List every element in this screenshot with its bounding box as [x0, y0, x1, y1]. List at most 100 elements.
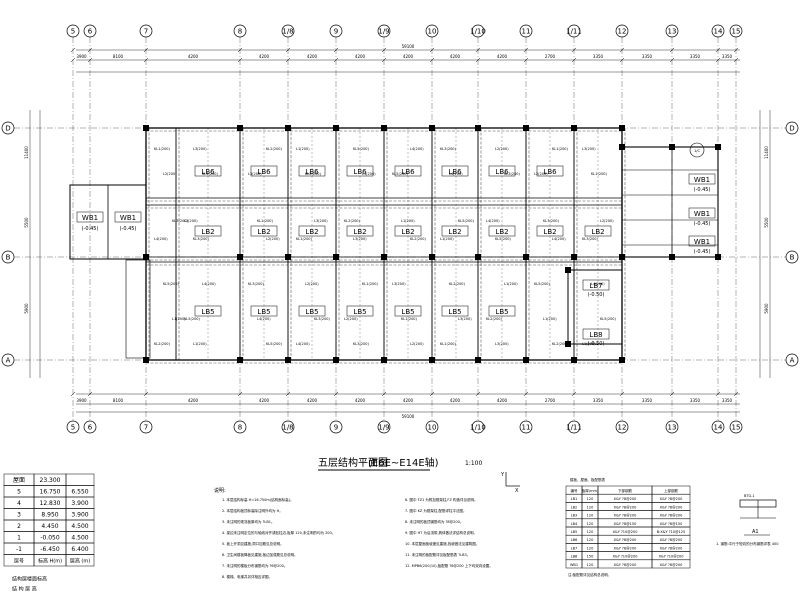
grid-label-top: 13: [668, 28, 677, 36]
beam-annotation: KL2(200): [449, 282, 466, 286]
rebar-table-value: LB1: [571, 497, 578, 501]
beam-annotation: KL3(200): [440, 147, 457, 151]
grid-label-bottom: 11: [522, 424, 531, 432]
level-table-value: 16.750: [40, 489, 61, 496]
span-dimension-bottom: 4200: [355, 398, 366, 403]
grid-label-top: 9: [334, 28, 338, 36]
beam-annotation: L3(200): [392, 282, 406, 286]
level-table-value: 4: [17, 500, 21, 507]
beam-annotation: KL1(200): [202, 172, 219, 176]
column: [571, 357, 577, 363]
column: [143, 357, 149, 363]
column: [523, 125, 529, 131]
grid-bubble-bottom: [615, 420, 629, 434]
grid-label-bottom: 6: [88, 424, 93, 432]
beam-annotation: KL1(200): [552, 147, 569, 151]
span-dimension-top: 8100: [113, 54, 124, 59]
beam-annotation: KL1(200): [154, 147, 171, 151]
beam-annotation: KL1(200): [440, 342, 457, 346]
span-dimension-bottom: 4200: [259, 398, 270, 403]
dim-tick: [475, 57, 481, 63]
dim-tick: [733, 391, 739, 397]
span-dimension-top: 3900: [76, 54, 87, 59]
grid-label-top: 5: [71, 28, 75, 36]
slab-tag-box: [441, 225, 469, 237]
rebar-table-value: X&Y ?8@200: [614, 497, 637, 501]
slab-tag-box: [584, 225, 612, 237]
beam-annotation: L1(200): [172, 317, 186, 321]
slab-tag-box: [441, 165, 469, 177]
span-dimension-top: 4200: [259, 54, 270, 59]
column: [523, 254, 529, 260]
column: [429, 254, 435, 260]
rebar-table-header: 上部钢筋: [664, 488, 678, 493]
slab-tag-box: [194, 165, 222, 177]
rebar-table-value: 120: [587, 546, 594, 550]
grid-label-top: 15: [732, 28, 741, 36]
dim-tick: [70, 57, 76, 63]
column: [429, 357, 435, 363]
column: [333, 254, 339, 260]
grid-label-top: 7: [144, 28, 148, 36]
right-dimension: 11400: [764, 146, 769, 159]
slab-tag-box: [76, 211, 104, 223]
grid-bubble-bottom: [66, 420, 80, 434]
dim-tick: [475, 391, 481, 397]
beam-annotation: L4(200): [591, 282, 605, 286]
slab-tag-box: [536, 225, 564, 237]
rebar-table-value: LB8: [571, 555, 578, 559]
grid-label-top: 1/10: [470, 28, 486, 36]
column: [619, 144, 625, 150]
dim-tick: [237, 47, 243, 53]
rebar-table-value: X&Y ?8@200: [614, 538, 637, 542]
dim-tick: [523, 57, 529, 63]
grid-bubble-bottom: [329, 420, 343, 434]
dim-tick: [733, 57, 739, 63]
rebar-table-value: LB4: [571, 522, 578, 526]
rebar-table-value: LB3: [571, 514, 578, 518]
span-dimension-top: 3350: [722, 54, 733, 59]
beam-annotation: KL3(200): [193, 237, 210, 241]
span-dimension-bottom: 4200: [403, 398, 414, 403]
level-table-value: 6.550: [71, 489, 88, 496]
slab-tag: LB2: [495, 228, 508, 236]
drawing-title: 五层结构平面图: [318, 456, 388, 469]
level-table-value: 5: [17, 489, 21, 496]
grid-bubble-bottom: [519, 420, 533, 434]
dim-tick: [70, 47, 76, 53]
beam-annotation: KL3(200): [582, 237, 599, 241]
slab-tag-box: [394, 225, 422, 237]
rebar-table-footnote: 注:板配筋详见结构总说明。: [568, 572, 611, 577]
slab-tag: LB6: [305, 168, 319, 176]
beam-annotation: L3(200): [582, 147, 596, 151]
grid-label-bottom: 1/8: [282, 424, 293, 432]
beam-annotation: KL2(200): [266, 147, 283, 151]
rebar-table-value: 150: [587, 555, 594, 559]
grid-label-bottom: 12: [618, 424, 627, 432]
level-table-value: -0.050: [40, 535, 60, 542]
slab-tag-box: [298, 165, 326, 177]
overall-dimension-bottom: 59100: [402, 414, 415, 419]
beam-annotation: L1(200): [401, 219, 415, 223]
rebar-table-value: 120: [587, 522, 594, 526]
grid-label-top: 1/9: [378, 28, 389, 36]
note-line-left: 4. 梁边未注明定位的与轴线对齐或贴柱边,板厚 120,未注明的均为 200。: [222, 530, 335, 535]
slab-tag-box: [536, 165, 564, 177]
dim-tick: [285, 391, 291, 397]
grid-bubble-bottom: [233, 420, 247, 434]
level-table-header: 层高 (m): [70, 558, 90, 565]
level-table-value: 4.450: [41, 523, 58, 530]
column: [143, 254, 149, 260]
grid-bubble-bottom: [139, 420, 153, 434]
building-layer: KL1(200)L2(200)KL3(200)L4(200)KL5(200)L1…: [69, 125, 721, 364]
column: [237, 357, 243, 363]
dim-tick: [143, 391, 149, 397]
grid-label-bottom: 8: [238, 424, 242, 432]
dim-tick: [571, 47, 577, 53]
note-line-left: 6. 卫生间楼板降板见建施,板边加强筋见总说明。: [222, 552, 298, 557]
rebar-table-value: 120: [587, 497, 594, 501]
slab-tag: LB6: [201, 168, 215, 176]
